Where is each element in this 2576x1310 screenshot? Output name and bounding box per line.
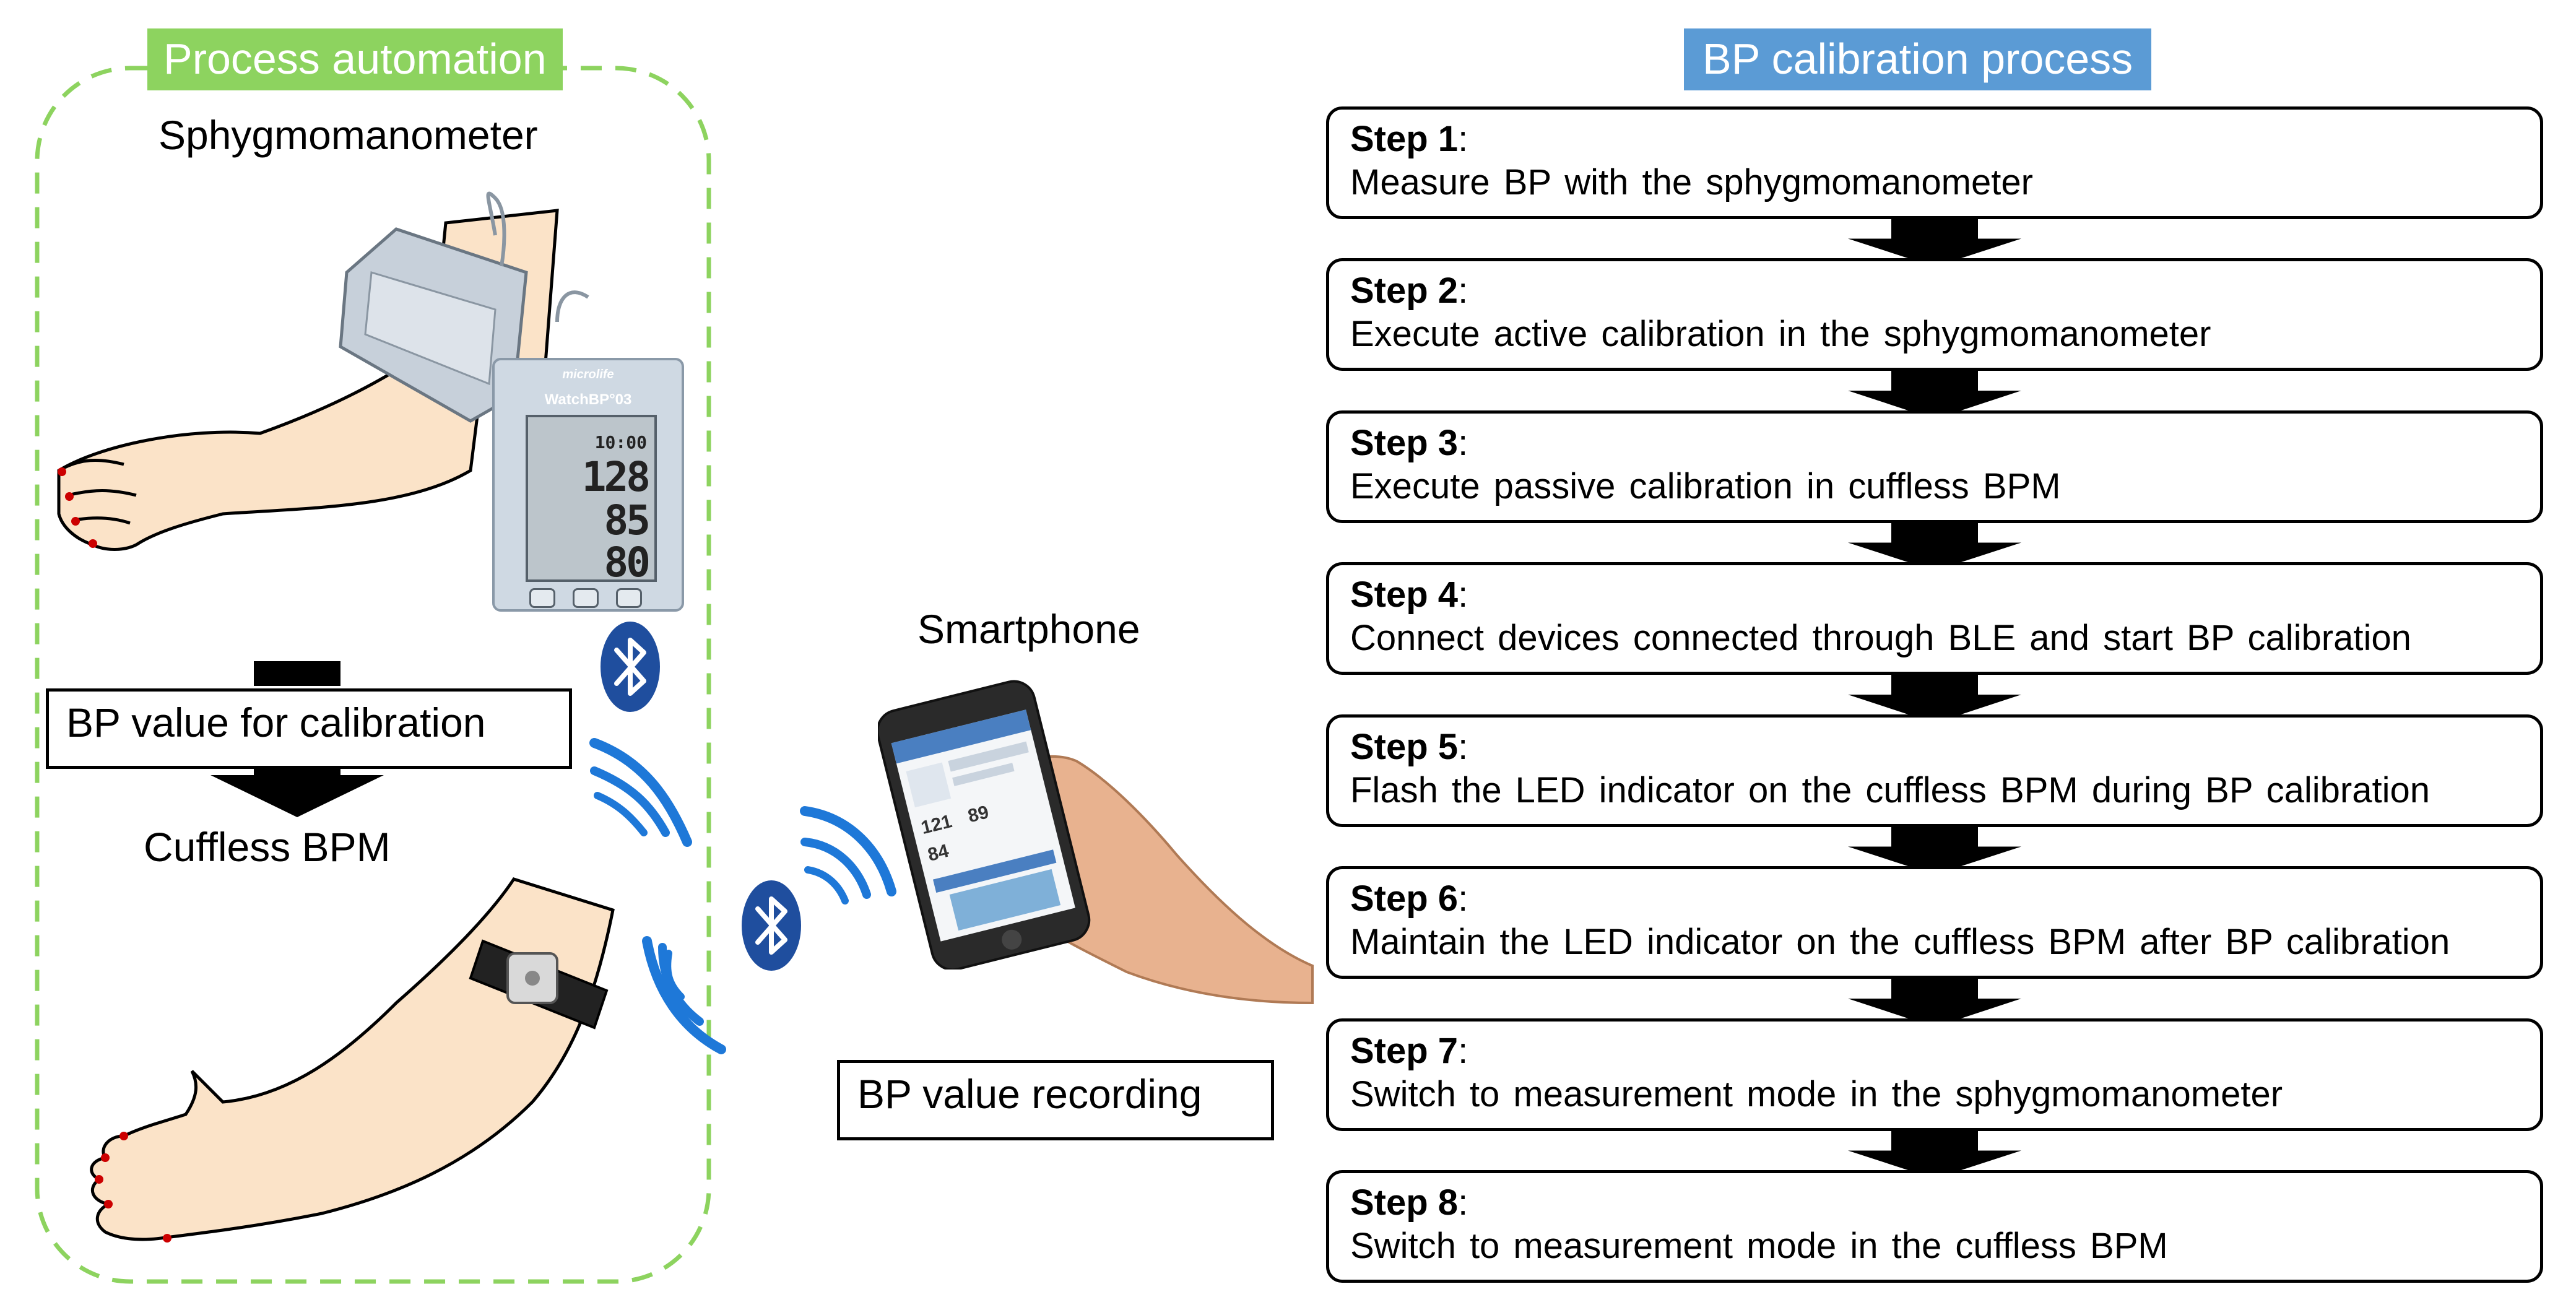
step-arrow-head xyxy=(1848,999,2021,1027)
step-header: Step 8: xyxy=(1350,1182,1468,1223)
smartphone-device: 121 89 84 xyxy=(876,679,1101,973)
bluetooth-icon xyxy=(599,620,661,713)
sphygmomanometer-caption: Sphygmomanometer xyxy=(158,112,538,158)
bp-calibration-process-title: BP calibration process xyxy=(1684,28,2152,90)
monitor-display: 10:00 128 85 80 xyxy=(526,415,657,586)
step-arrow-head xyxy=(1848,846,2021,875)
bluetooth-icon xyxy=(740,879,802,972)
step-arrow-head xyxy=(1848,1150,2021,1179)
step-label: Step 2 xyxy=(1350,271,1459,311)
step-text: Maintain the LED indicator on the cuffle… xyxy=(1350,922,2450,962)
step-text: Execute active calibration in the sphygm… xyxy=(1350,314,2211,354)
sphygmomanometer-device: microlife WatchBP°03 10:00 128 85 80 xyxy=(492,358,684,612)
monitor-model: WatchBP°03 xyxy=(544,391,632,408)
step-header: Step 1: xyxy=(1350,119,1468,159)
step-label: Step 7 xyxy=(1350,1031,1459,1071)
step-header: Step 7: xyxy=(1350,1031,1468,1071)
step-text: Flash the LED indicator on the cuffless … xyxy=(1350,770,2430,810)
step-label: Step 6 xyxy=(1350,878,1459,919)
monitor-power-button xyxy=(616,588,642,608)
upper-arm-illustration xyxy=(57,191,589,551)
step-box: Step 4:Connect devices connected through… xyxy=(1326,562,2543,675)
step-box: Step 1:Measure BP with the sphygmomanome… xyxy=(1326,106,2543,219)
monitor-systolic: 128 xyxy=(581,453,651,501)
step-box: Step 5:Flash the LED indicator on the cu… xyxy=(1326,714,2543,827)
phone-value-2: 89 xyxy=(966,802,991,826)
step-header: Step 6: xyxy=(1350,878,1468,919)
monitor-memory-button xyxy=(573,588,599,608)
step-label: Step 4 xyxy=(1350,575,1459,615)
process-automation-title: Process automation xyxy=(147,28,563,90)
signal-waves-lower-right xyxy=(800,806,896,904)
step-label: Step 8 xyxy=(1350,1182,1459,1223)
step-text: Execute passive calibration in cuffless … xyxy=(1350,466,2061,506)
bp-value-recording-label: BP value recording xyxy=(837,1060,1274,1140)
step-arrow-head xyxy=(1848,391,2021,419)
step-header: Step 2: xyxy=(1350,271,1468,311)
step-text: Switch to measurement mode in the sphygm… xyxy=(1350,1074,2283,1114)
bp-value-for-calibration-label: BP value for calibration xyxy=(46,688,572,769)
step-arrow-head xyxy=(1848,542,2021,571)
step-box: Step 8:Switch to measurement mode in the… xyxy=(1326,1170,2543,1283)
cuffless-bpm-caption: Cuffless BPM xyxy=(144,824,391,870)
monitor-brand: microlife xyxy=(562,368,614,381)
step-box: Step 2:Execute active calibration in the… xyxy=(1326,258,2543,371)
step-arrow-head xyxy=(1848,238,2021,267)
phone-value-3: 84 xyxy=(926,841,951,865)
step-label: Step 1 xyxy=(1350,119,1459,159)
step-arrow-head xyxy=(1848,695,2021,723)
monitor-time: 10:00 xyxy=(594,432,647,453)
step-text: Measure BP with the sphygmomanometer xyxy=(1350,162,2033,202)
step-label: Step 5 xyxy=(1350,727,1459,767)
step-text: Connect devices connected through BLE an… xyxy=(1350,618,2411,658)
step-text: Switch to measurement mode in the cuffle… xyxy=(1350,1226,2168,1266)
step-box: Step 6:Maintain the LED indicator on the… xyxy=(1326,866,2543,979)
step-box: Step 3:Execute passive calibration in cu… xyxy=(1326,410,2543,523)
signal-waves-lower-left xyxy=(642,936,726,1054)
monitor-pulse: 80 xyxy=(604,539,651,586)
lower-arm-illustration xyxy=(90,877,615,1243)
step-header: Step 4: xyxy=(1350,575,1468,615)
step-header: Step 3: xyxy=(1350,423,1468,463)
monitor-mode-button xyxy=(529,588,555,608)
smartphone-caption: Smartphone xyxy=(917,606,1140,652)
step-box: Step 7:Switch to measurement mode in the… xyxy=(1326,1018,2543,1131)
monitor-diastolic: 85 xyxy=(604,497,651,544)
step-header: Step 5: xyxy=(1350,727,1468,767)
step-label: Step 3 xyxy=(1350,423,1459,463)
signal-waves-upper xyxy=(589,738,692,847)
